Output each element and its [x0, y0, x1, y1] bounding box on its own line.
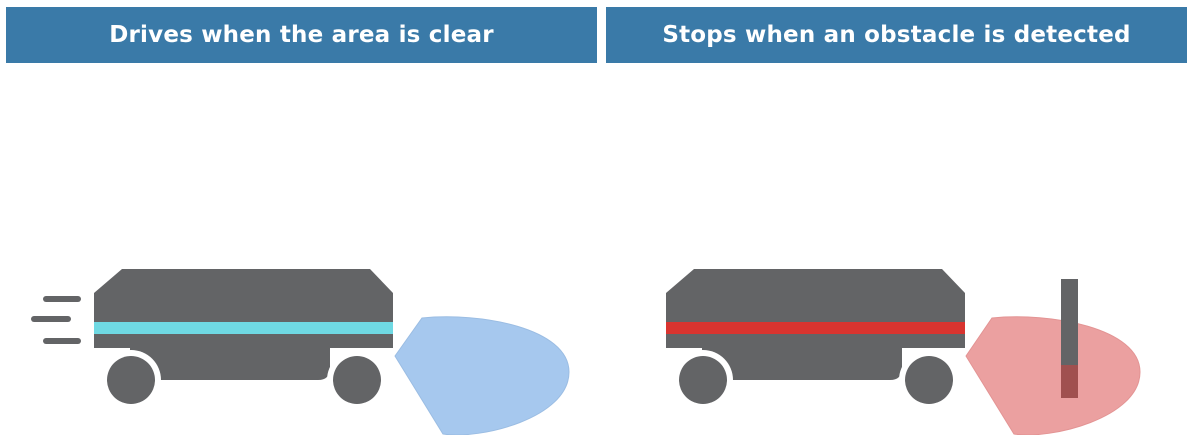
vehicle-stopped	[666, 269, 1140, 435]
vehicle-driving	[31, 269, 569, 435]
status-light-strip	[94, 322, 393, 334]
sensor-field	[395, 317, 569, 435]
obstacle-post	[1061, 279, 1078, 365]
vehicle-top-body	[94, 269, 393, 322]
vehicle-lower-plate	[666, 334, 965, 348]
obstacle-post-detected	[1061, 365, 1078, 398]
speed-lines-icon	[31, 296, 81, 344]
vehicle-top-body	[666, 269, 965, 322]
status-light-strip	[666, 322, 965, 334]
sensor-field	[966, 317, 1140, 435]
vehicle-lower-plate	[94, 334, 393, 348]
